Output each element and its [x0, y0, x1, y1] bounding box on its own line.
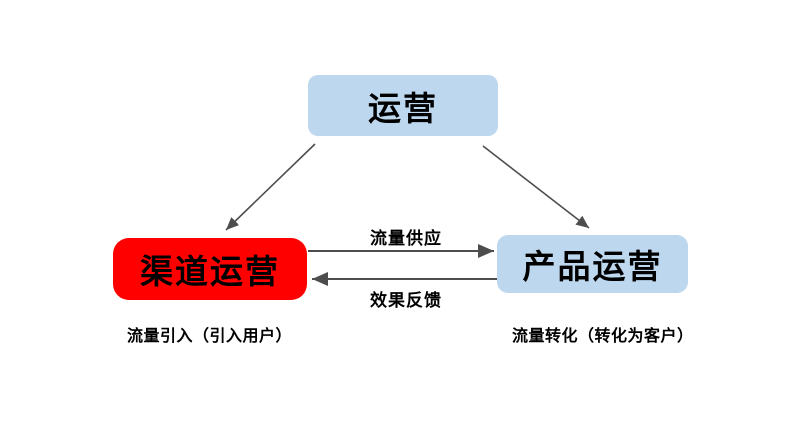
node-product-operations: 产品运营: [497, 235, 688, 293]
arrow-top-to-channel: [225, 143, 316, 231]
label-effect-feedback: 效果反馈: [370, 291, 442, 311]
node-channel-operations: 渠道运营: [113, 238, 307, 300]
node-operations: 运营: [308, 75, 498, 136]
caption-traffic-introduction: 流量引入（引入用户）: [127, 326, 293, 345]
label-traffic-supply: 流量供应: [370, 229, 442, 249]
arrow-top-to-product: [482, 145, 590, 229]
caption-traffic-conversion: 流量转化（转化为客户）: [512, 326, 694, 345]
